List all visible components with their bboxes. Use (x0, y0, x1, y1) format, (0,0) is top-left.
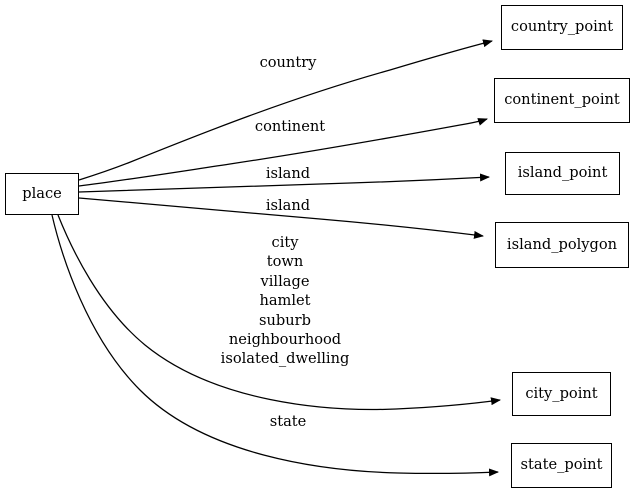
edge-label-line: island (265, 197, 311, 214)
edge-label-line: country (259, 54, 317, 71)
edge-label-line: suburb (259, 311, 311, 329)
edge-label-line: island (265, 165, 311, 182)
node-place[interactable]: place (5, 173, 79, 215)
edge-label-line: continent (254, 118, 326, 135)
edge-label-line: state (269, 413, 307, 430)
edge-label-place-to-island_point: island (266, 164, 310, 183)
edge-place-to-state_point (51, 214, 499, 477)
edge-place-to-city_point (57, 214, 501, 411)
node-island_point[interactable]: island_point (505, 152, 620, 195)
node-label-place: place (22, 184, 62, 202)
node-city_point[interactable]: city_point (512, 372, 611, 416)
node-label-city_point: city_point (525, 384, 598, 402)
edge-place-to-continent_point (78, 118, 488, 187)
edge-label-line: village (260, 272, 310, 290)
node-label-country_point: country_point (510, 18, 614, 36)
edge-label-line: town (266, 253, 304, 271)
node-country_point[interactable]: country_point (501, 5, 623, 50)
edge-place-to-island_point (78, 173, 490, 193)
edge-label-line: neighbourhood (228, 331, 342, 349)
node-state_point[interactable]: state_point (511, 443, 612, 488)
edge-label-place-to-continent_point: continent (255, 117, 325, 136)
edge-label-place-to-island_polygon: island (266, 196, 310, 215)
edge-place-to-country_point (78, 39, 493, 181)
node-label-island_point: island_point (517, 164, 608, 182)
edge-label-place-to-country_point: country (260, 53, 317, 72)
node-continent_point[interactable]: continent_point (494, 78, 630, 123)
node-island_polygon[interactable]: island_polygon (495, 222, 629, 268)
node-label-state_point: state_point (520, 456, 603, 474)
edge-paths (51, 39, 501, 477)
edge-label-place-to-state_point: state (270, 412, 307, 431)
edge-place-to-island_polygon (78, 197, 484, 239)
edge-label-line: isolated_dwelling (220, 350, 350, 368)
edge-label-line: hamlet (259, 292, 311, 310)
node-label-continent_point: continent_point (504, 91, 620, 109)
node-label-island_polygon: island_polygon (506, 235, 618, 253)
edge-label-line: city (271, 234, 299, 251)
